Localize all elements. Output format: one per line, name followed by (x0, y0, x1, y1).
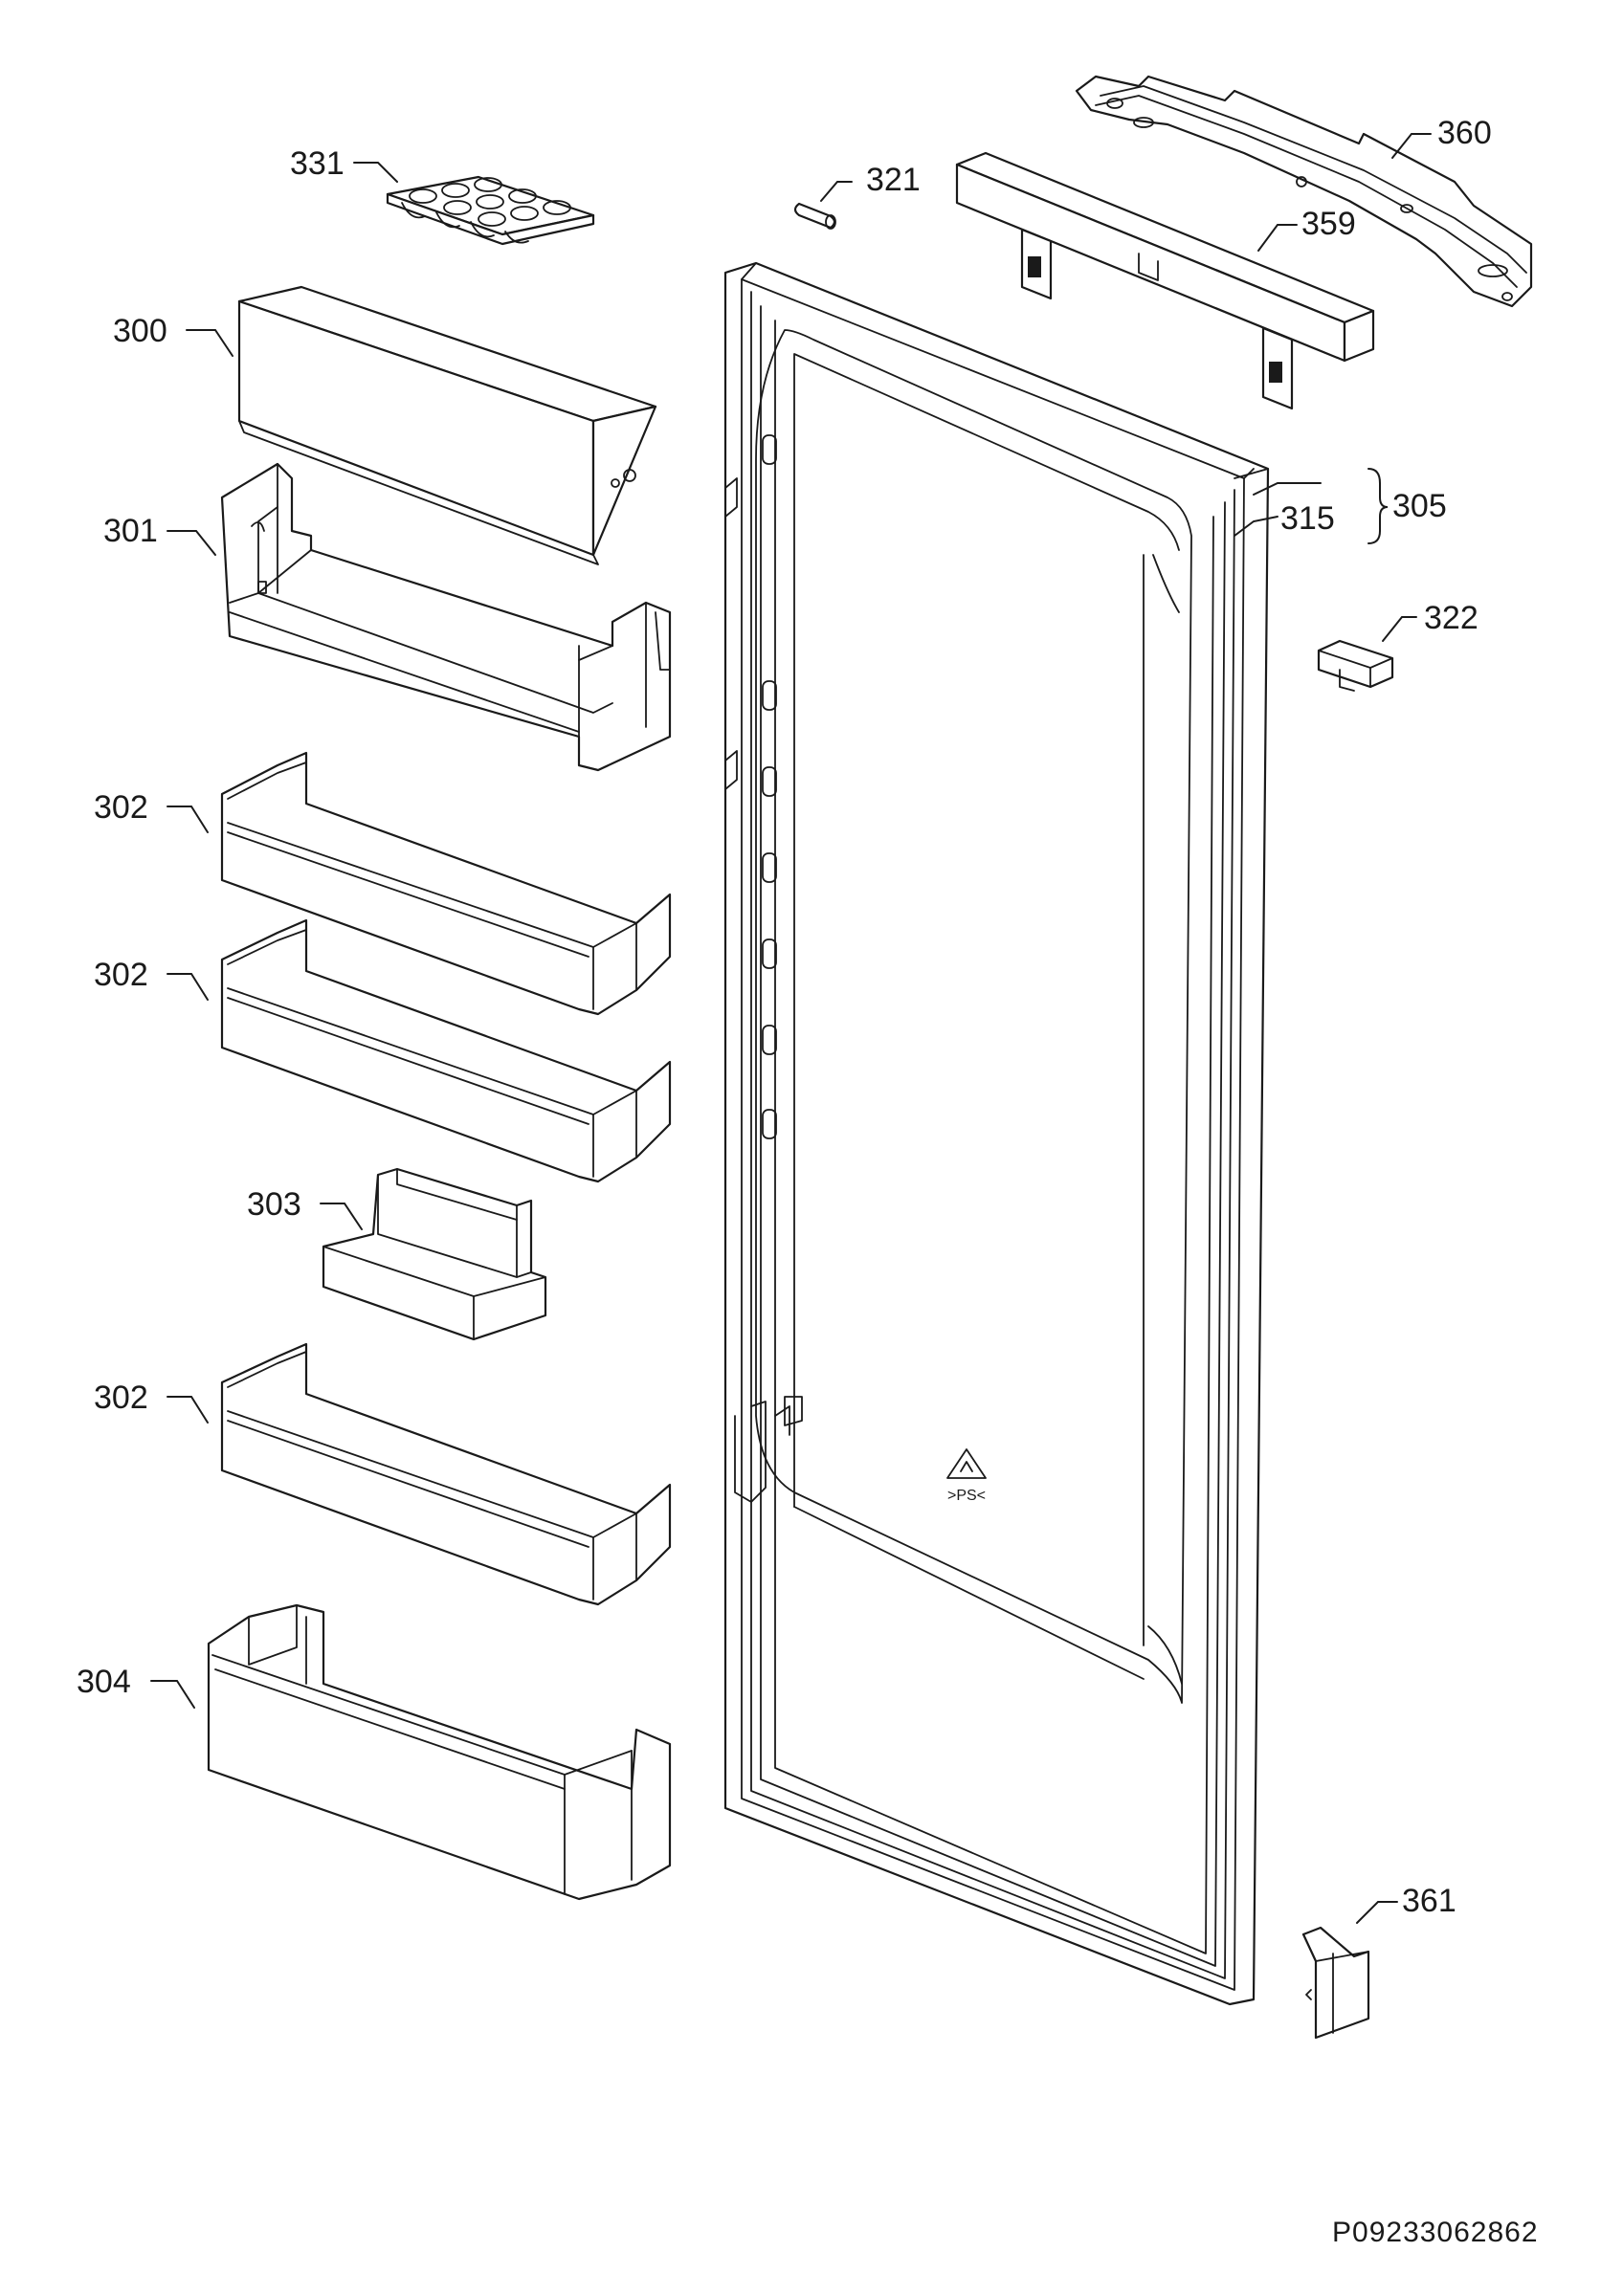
part-331-egg-tray (386, 175, 595, 246)
label-303: 303 (247, 1186, 301, 1223)
recycling-mark: >PS< (947, 1488, 986, 1504)
part-303-small-box (322, 1167, 547, 1341)
label-315: 315 (1280, 500, 1335, 537)
label-302-shelf-2: 302 (94, 957, 148, 993)
label-359: 359 (1301, 206, 1356, 242)
part-359-top-cover (955, 151, 1375, 410)
part-304-deep-shelf (207, 1603, 672, 1901)
part-302-shelf-3 (220, 1342, 672, 1606)
part-302-shelf-1 (220, 751, 672, 1016)
label-305: 305 (1392, 488, 1447, 524)
label-360: 360 (1437, 115, 1492, 151)
label-322: 322 (1424, 600, 1478, 636)
part-301-shelf-base (220, 462, 672, 772)
part-302-shelf-2 (220, 918, 672, 1183)
part-305-door: >PS< (723, 261, 1270, 2006)
label-304: 304 (77, 1664, 131, 1700)
label-300: 300 (113, 313, 167, 349)
part-361-hinge-cover (1301, 1926, 1370, 2040)
part-300-shelf-cover (237, 285, 657, 565)
label-331: 331 (290, 145, 345, 182)
label-321: 321 (866, 162, 921, 198)
label-302-shelf-1: 302 (94, 789, 148, 826)
part-labels: 331 321 360 359 300 301 305 315 322 302 … (77, 115, 1492, 1919)
leader-lines (150, 133, 1432, 1924)
part-321-pin (793, 202, 836, 230)
label-361: 361 (1402, 1883, 1456, 1919)
part-360-hinge-bracket (1075, 75, 1533, 308)
drawing-code: P09233062862 (1332, 2217, 1539, 2248)
label-302-shelf-3: 302 (94, 1380, 148, 1416)
part-322-block (1317, 639, 1394, 692)
label-301: 301 (103, 513, 158, 549)
